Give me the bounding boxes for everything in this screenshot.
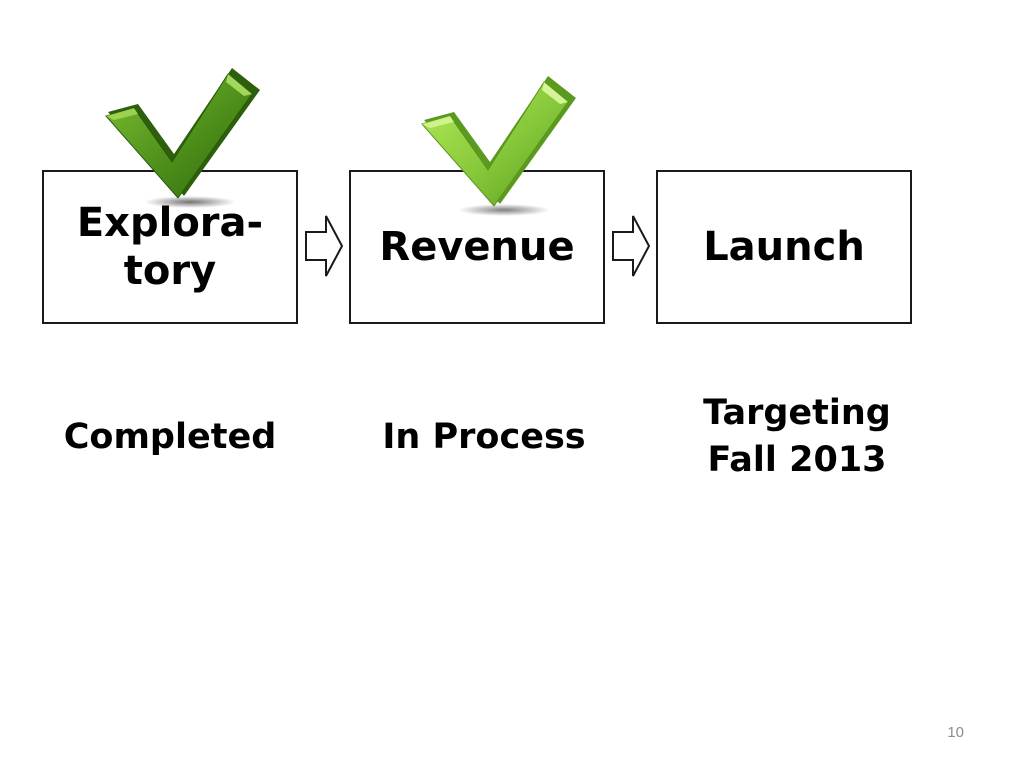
checkmark-icon [105, 68, 260, 208]
stage-box-launch: Launch [656, 170, 912, 324]
arrow-right-icon [305, 215, 344, 277]
stage-box-exploratory: Explora- tory [42, 170, 298, 324]
stage-label: Launch [703, 224, 865, 270]
stage-label: Revenue [379, 224, 575, 270]
page-number: 10 [947, 724, 964, 741]
stage-label: Explora- tory [76, 200, 264, 294]
arrow-right-icon [612, 215, 651, 277]
status-label-launch: Targeting Fall 2013 [703, 393, 891, 480]
status-label-revenue: In Process [382, 417, 586, 457]
checkmark-icon [421, 76, 576, 216]
status-label-exploratory: Completed [63, 417, 277, 457]
